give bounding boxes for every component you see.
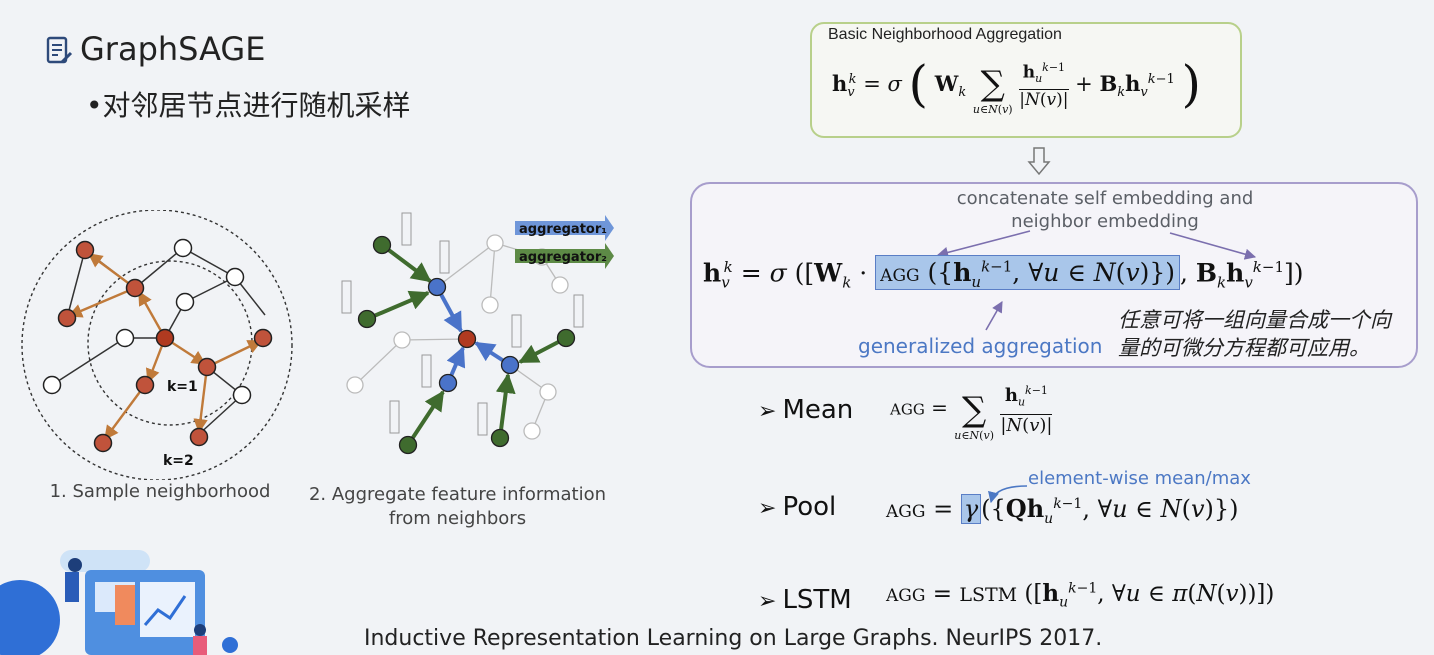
aggregator1-legend: aggregator₁ (519, 222, 607, 237)
mean-formula: AGG = ∑u∈N(v) huk−1|N(v)| (890, 380, 1053, 445)
lstm-item: ➢LSTM (758, 585, 852, 615)
decorative-illustration (0, 550, 238, 655)
chinese-note-line1: 任意可将一组向量合成一个向 (1118, 308, 1391, 332)
diagram1-caption: 1. Sample neighborhood (49, 481, 271, 502)
generalized-aggregation-note: generalized aggregation (858, 334, 1103, 358)
lstm-formula: AGG = LSTM ([huk−1, ∀u ∈ π(N(v))]) (886, 580, 1275, 611)
bullet-point: •对邻居节点进行随机采样 (86, 89, 411, 122)
sample-neighborhood-diagram: k=1 k=2 (21, 210, 293, 480)
basic-aggregation-title: Basic Neighborhood Aggregation (828, 26, 1062, 43)
aggregator2-legend: aggregator₂ (519, 250, 607, 265)
diagram2-caption-line1: 2. Aggregate feature information (308, 484, 607, 505)
basic-aggregation-formula: hvk = σ ( Wk ∑u∈N(v) huk−1|N(v)| + Bkhvk… (832, 55, 1201, 116)
pool-formula: AGG = γ({Qhuk−1, ∀u ∈ N(v)}) (886, 494, 1239, 527)
generalized-arrow (985, 301, 1003, 331)
chinese-note: 任意可将一组向量合成一个向 量的可微分方程都可应用。 (1118, 306, 1391, 362)
diagram2-caption-line2: from neighbors (388, 508, 527, 529)
arrow-bullet-icon: ➢ (758, 589, 777, 614)
pool-label: Pool (782, 492, 837, 522)
down-arrow-icon (1027, 147, 1051, 176)
notebook-icon (46, 36, 73, 64)
aggregate-feature-diagram: aggregator₁ aggregator₂ (341, 212, 614, 455)
diagram2-caption: 2. Aggregate feature information from ne… (305, 483, 610, 531)
lstm-label: LSTM (782, 585, 852, 615)
concat-arrows (936, 230, 1257, 260)
concat-note-line2: neighbor embedding (1011, 211, 1199, 232)
arrow-bullet-icon: ➢ (758, 399, 777, 424)
mean-label: Mean (782, 395, 854, 425)
pool-note: element-wise mean/max (1028, 468, 1251, 489)
chinese-note-line2: 量的可微分方程都可应用。 (1118, 336, 1370, 360)
citation: Inductive Representation Learning on Lar… (364, 626, 1103, 651)
concat-note: concatenate self embedding and neighbor … (940, 187, 1270, 233)
pool-item: ➢Pool (758, 492, 836, 522)
page-title: GraphSAGE (80, 30, 266, 68)
mean-item: ➢Mean (758, 395, 853, 425)
concat-note-line1: concatenate self embedding and (956, 188, 1254, 209)
k2-label: k=2 (163, 453, 194, 469)
pool-note-arrow (988, 485, 1028, 504)
generalized-aggregation-formula: hvk = σ ([Wk · AGG ({huk−1, ∀u ∈ N(v)}),… (703, 255, 1304, 291)
k1-label: k=1 (167, 379, 198, 395)
arrow-bullet-icon: ➢ (758, 496, 777, 521)
basic-aggregation-box (810, 22, 1242, 138)
